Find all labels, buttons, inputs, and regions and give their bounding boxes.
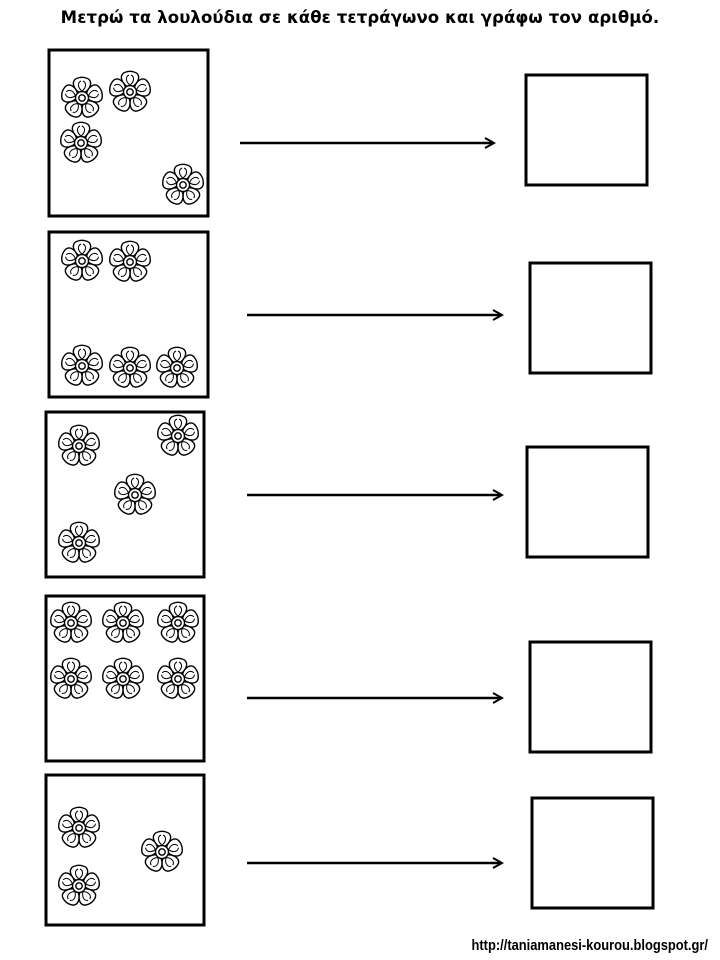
flower-icon bbox=[60, 345, 105, 388]
flower-box-3 bbox=[44, 410, 206, 579]
flower-icon bbox=[155, 347, 200, 390]
exercise-row-1 bbox=[47, 48, 649, 218]
flower-icon bbox=[108, 71, 153, 114]
flower-box-5 bbox=[44, 773, 206, 927]
flower-box-4 bbox=[44, 594, 206, 763]
exercise-row-3 bbox=[44, 410, 650, 579]
flower-icon bbox=[60, 77, 105, 120]
flower-icon bbox=[156, 658, 201, 701]
flower-icon bbox=[49, 602, 94, 645]
flower-icon bbox=[101, 602, 146, 645]
flower-icon bbox=[59, 122, 104, 165]
flower-icon bbox=[161, 164, 206, 207]
exercise-row-5 bbox=[44, 773, 655, 927]
answer-box-1[interactable] bbox=[524, 73, 649, 187]
flower-icon bbox=[113, 474, 158, 517]
flower-icon bbox=[108, 347, 153, 390]
flower-icon bbox=[57, 522, 102, 565]
answer-box-3[interactable] bbox=[525, 445, 650, 559]
flower-icon bbox=[57, 807, 102, 850]
flower-icon bbox=[57, 425, 102, 468]
flower-icon bbox=[108, 241, 153, 284]
answer-box-5[interactable] bbox=[530, 796, 655, 910]
flower-icon bbox=[156, 602, 201, 645]
flower-icon bbox=[101, 658, 146, 701]
flower-icon bbox=[156, 415, 201, 458]
flower-icon bbox=[60, 240, 105, 283]
exercise-row-4 bbox=[44, 594, 653, 763]
flower-box-2 bbox=[47, 230, 210, 399]
flower-icon bbox=[49, 658, 94, 701]
source-url[interactable]: http://taniamanesi-kourou.blogspot.gr/ bbox=[471, 937, 709, 954]
flower-icon bbox=[140, 831, 185, 874]
flower-icon bbox=[57, 865, 102, 908]
worksheet-instruction: Μετρώ τα λουλούδια σε κάθε τετράγωνο και… bbox=[60, 8, 660, 27]
answer-box-2[interactable] bbox=[528, 261, 653, 375]
exercise-row-2 bbox=[47, 230, 653, 399]
flower-box-1 bbox=[47, 48, 210, 218]
answer-box-4[interactable] bbox=[528, 640, 653, 754]
